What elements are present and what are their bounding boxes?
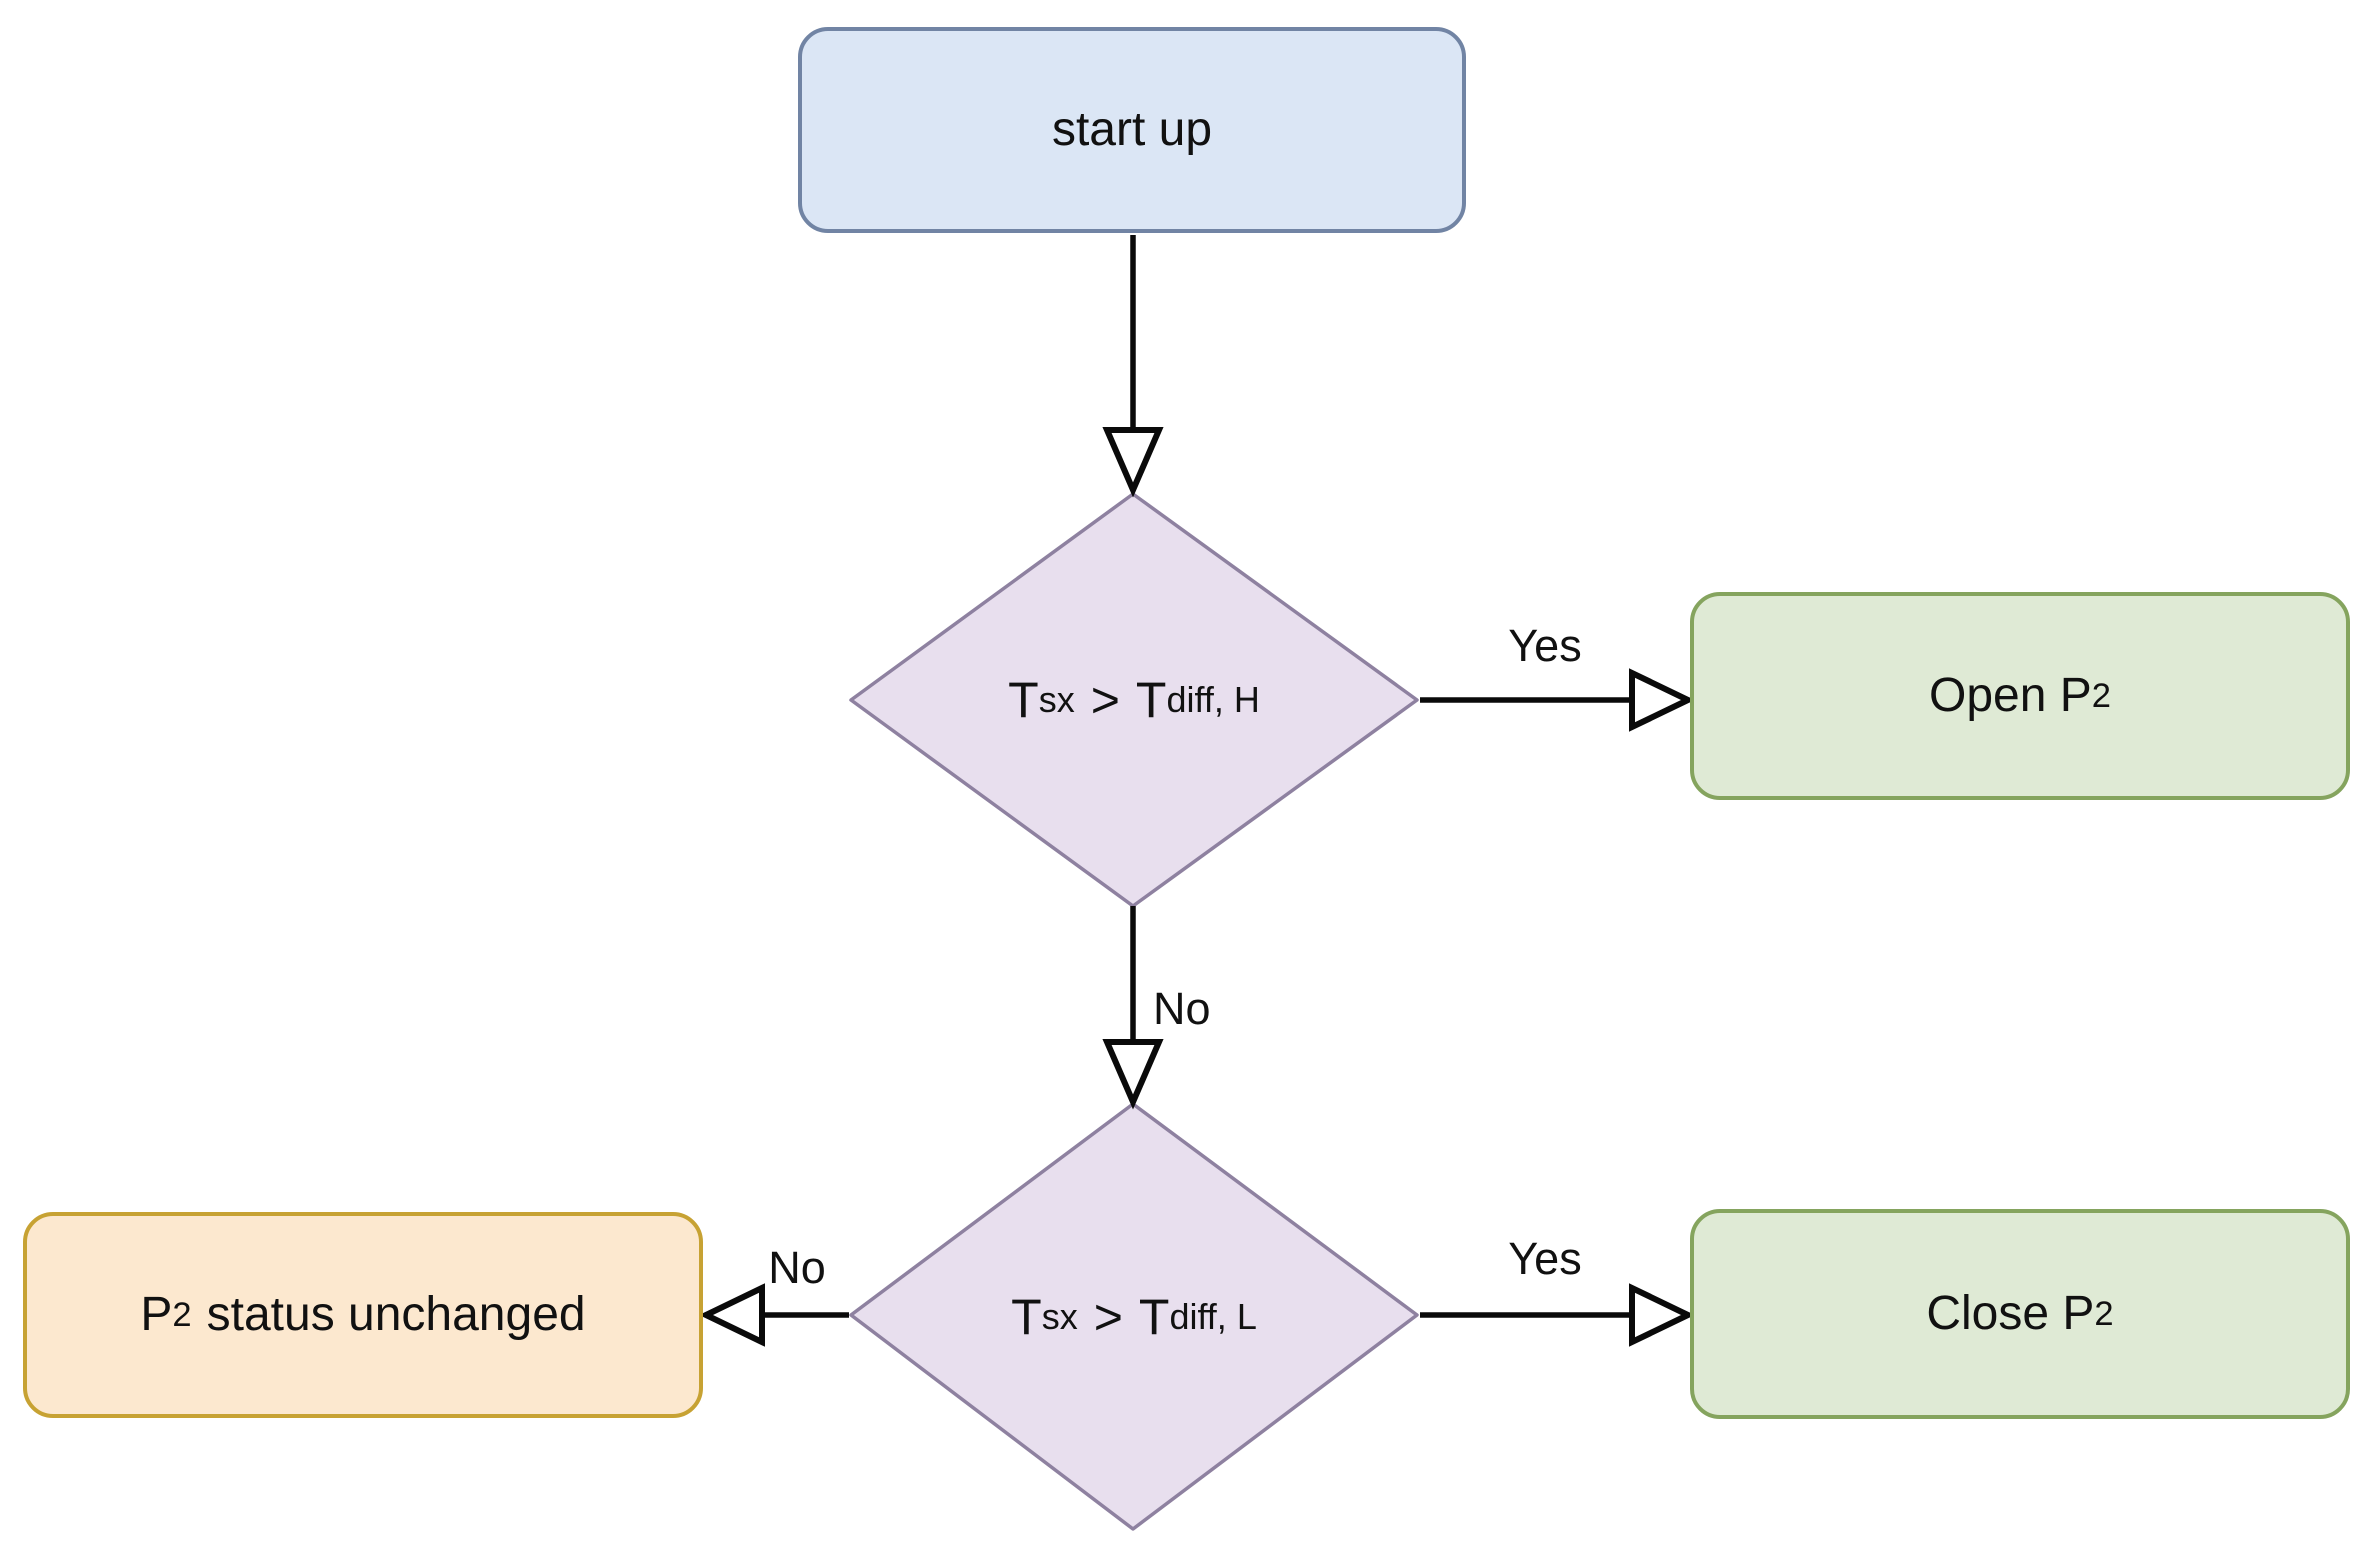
decision-high-t1: T xyxy=(1008,672,1039,728)
decision-low-operator: > xyxy=(1093,1288,1123,1345)
status-unchanged-p: P xyxy=(140,1288,173,1341)
edge-label-high-yes: Yes xyxy=(1425,615,1665,675)
arrow-decision-low-no-to-status xyxy=(699,1283,849,1347)
decision-low-sub1: sx xyxy=(1041,1295,1078,1337)
decision-high-sub1: sx xyxy=(1038,679,1075,720)
decision-low-t1: T xyxy=(1011,1288,1042,1345)
edge-label-low-no-text: No xyxy=(768,1241,826,1293)
start-node: start up xyxy=(798,27,1466,233)
open-p2-subscript: 2 xyxy=(2091,676,2111,715)
edge-label-low-no: No xyxy=(707,1237,887,1297)
decision-high-t2: T xyxy=(1135,672,1167,728)
decision-low-diamond xyxy=(849,1102,1419,1531)
edge-label-low-yes: Yes xyxy=(1425,1228,1665,1288)
status-unchanged-text: status unchanged xyxy=(206,1288,586,1341)
arrow-decision-low-yes-to-close xyxy=(1420,1283,1695,1347)
arrow-start-to-decision-high xyxy=(1102,235,1164,498)
decision-high-operator: > xyxy=(1090,672,1120,728)
arrowhead-right-icon xyxy=(1629,668,1695,732)
arrowhead-down-icon xyxy=(1102,427,1164,498)
status-unchanged-subscript: 2 xyxy=(172,1295,192,1334)
edge-label-high-yes-text: Yes xyxy=(1508,619,1582,671)
close-p2-subscript: 2 xyxy=(2094,1294,2114,1333)
decision-low-sub2: diff, L xyxy=(1169,1295,1257,1337)
edge-label-low-yes-text: Yes xyxy=(1508,1232,1582,1284)
edge-label-high-no: No xyxy=(1153,978,1313,1038)
close-p2-label: Close P xyxy=(1926,1287,2095,1340)
arrow-decision-high-no-to-decision-low xyxy=(1102,906,1164,1110)
arrowhead-down-icon xyxy=(1102,1039,1164,1110)
decision-low-t2: T xyxy=(1138,1288,1170,1345)
open-p2-label: Open P xyxy=(1929,669,2092,722)
decision-high-sub2: diff, H xyxy=(1166,679,1260,720)
edge-label-high-no-text: No xyxy=(1153,982,1211,1034)
arrowhead-right-icon xyxy=(1629,1283,1695,1347)
arrow-decision-high-yes-to-open xyxy=(1420,668,1695,732)
arrowhead-left-icon xyxy=(699,1283,765,1347)
start-node-label: start up xyxy=(1051,103,1213,156)
